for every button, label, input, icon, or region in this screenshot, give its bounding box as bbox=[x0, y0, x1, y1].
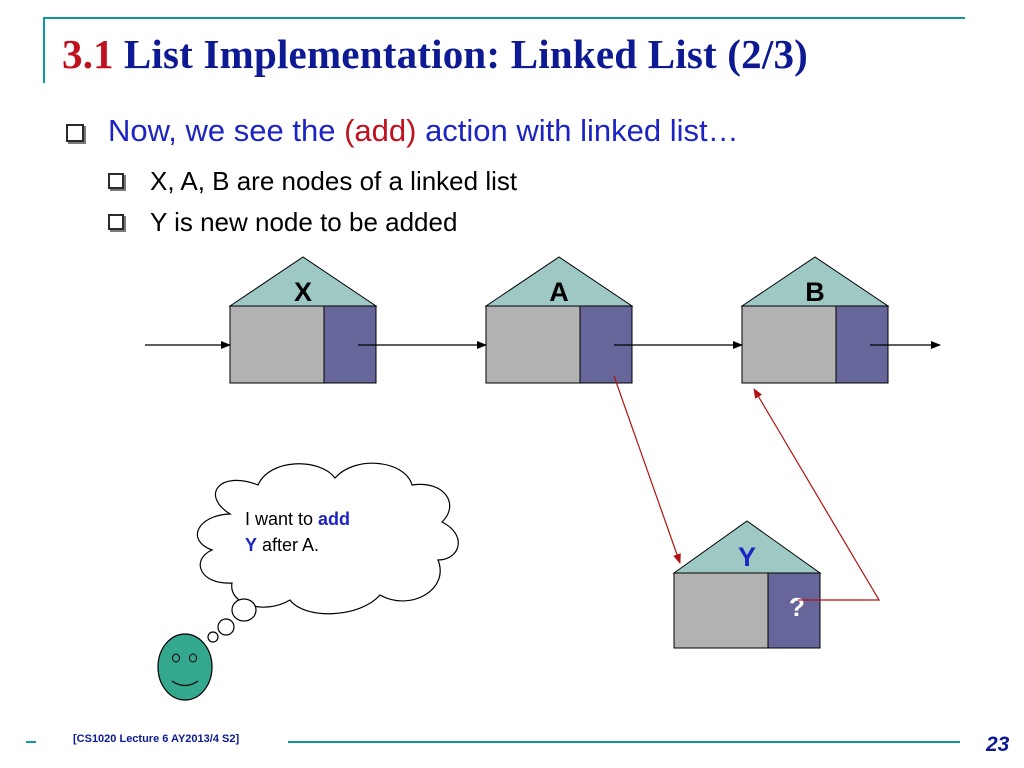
node-x: X bbox=[228, 256, 378, 384]
title-frame-top bbox=[43, 17, 965, 19]
main-bullet-before: Now, we see the bbox=[108, 113, 345, 148]
smiley-face-icon bbox=[157, 633, 213, 701]
title-frame-left bbox=[43, 17, 45, 83]
title-number: 3.1 bbox=[62, 31, 114, 77]
thought-bubble: I want to add Y after A. bbox=[196, 462, 459, 643]
page-number: 23 bbox=[986, 733, 1010, 756]
node-a: A bbox=[484, 256, 634, 384]
node-x-label: X bbox=[294, 277, 312, 307]
node-a-label: A bbox=[549, 277, 569, 307]
bullet-square-icon bbox=[108, 214, 124, 230]
main-bullet-after: action with linked list… bbox=[416, 113, 739, 148]
node-b-label: B bbox=[805, 277, 825, 307]
bullet-square-icon bbox=[108, 173, 124, 189]
sub-bullet-1: X, A, B are nodes of a linked list bbox=[150, 166, 518, 196]
sub-bullet-2: Y is new node to be added bbox=[150, 207, 458, 237]
bullet-square-icon bbox=[66, 124, 84, 142]
title-text: List Implementation: Linked List (2/3) bbox=[123, 31, 808, 77]
main-bullet-highlight: (add) bbox=[344, 113, 417, 148]
footer-line-left bbox=[26, 741, 36, 743]
node-y-pointer-text: ? bbox=[789, 592, 805, 622]
footer-line-right bbox=[288, 741, 960, 743]
bubble-line-1: I want to add bbox=[245, 509, 350, 529]
node-y: Y ? bbox=[672, 520, 822, 649]
node-y-label: Y bbox=[738, 542, 756, 572]
main-bullet-text: Now, we see the (add) action with linked… bbox=[108, 113, 739, 149]
node-b: B bbox=[740, 256, 890, 384]
arrow-a-to-y bbox=[613, 375, 681, 564]
bubble-line-2: Y after A. bbox=[245, 535, 319, 555]
arrow-y-to-b bbox=[753, 388, 881, 601]
footer-course: [CS1020 Lecture 6 AY2013/4 S2] bbox=[73, 733, 240, 745]
